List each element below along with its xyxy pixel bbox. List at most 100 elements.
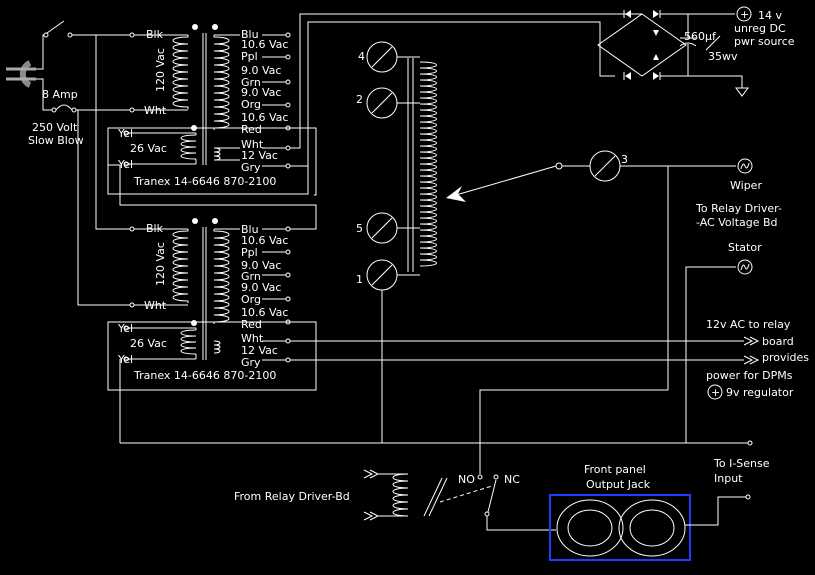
t2-sec-label-6: 9.0 Vac [241, 281, 281, 294]
isense-label-line-2: Input [714, 472, 743, 485]
t1-red-return [290, 127, 317, 196]
dc-feed-wire-1 [290, 13, 642, 149]
regulator-label: 9v regulator [726, 386, 794, 399]
fuse-amp-label: 8 Amp [42, 88, 78, 101]
jack-socket-right [618, 499, 686, 557]
t2-sec-label-9: Red [241, 318, 262, 331]
t2-part-label: Tranex 14-6646 870-2100 [133, 369, 276, 382]
jack-socket-left [556, 499, 624, 557]
t2-aux-label-3: Yel [117, 353, 133, 366]
wiper-terminal [737, 158, 753, 174]
t1-blk-label: Blk [146, 28, 164, 41]
switch-label-4: 4 [358, 50, 365, 63]
t1-primary-coil [172, 35, 189, 109]
fuse-type-label: Slow Blow [28, 134, 84, 147]
stator-terminal [737, 259, 753, 275]
relay-coil [392, 473, 409, 517]
relay-actuator-link [439, 485, 493, 503]
variac-autotransformer [407, 58, 437, 272]
t2-sec-label-10: Wht [241, 332, 264, 345]
t1-secondary-coil [213, 35, 230, 130]
dc-label-line-1: 14 v [758, 9, 782, 22]
mains-plug [6, 60, 36, 88]
t2-sec-label-4: 9.0 Vac [241, 259, 281, 272]
wiper-arrow [446, 165, 557, 202]
t2-blk-label: Blk [146, 222, 164, 235]
t1-dot-left [192, 24, 198, 30]
selector-switch-4 [366, 41, 420, 73]
cap-value-label: 560µf [684, 30, 717, 43]
mains-line-wire [95, 35, 130, 230]
t1-sec-label-1: Blu [241, 28, 259, 41]
t1-primary-label: 120 Vac [154, 48, 167, 92]
t1-wht-label: Wht [144, 104, 167, 117]
t2-primary-label: 120 Vac [154, 242, 167, 286]
t2-sec-label-8: 10.6 Vac [241, 306, 288, 319]
t1-sec-label-12: Gry [241, 161, 261, 174]
relay-core-1 [423, 477, 443, 517]
isense-label-line-1: To I-Sense [713, 457, 770, 470]
t1-aux-label-1: Yel [117, 127, 133, 140]
relay-nc-label: NC [504, 473, 520, 486]
t2-dot-left [192, 218, 198, 224]
t2-frame [107, 321, 317, 391]
regulator-plus-symbol: + [711, 386, 720, 399]
t1-sec-label-11: 12 Vac [241, 149, 278, 162]
t2-sec-label-5: Grn [241, 270, 261, 283]
mains-switch [36, 20, 130, 70]
selector-switch-3 [562, 150, 736, 182]
t1-sec-label-2: 10.6 Vac [241, 38, 288, 51]
jack-label-line-1: Front panel [584, 463, 646, 476]
t2-wht-label: Wht [144, 299, 167, 312]
wiper-label: Wiper [730, 179, 762, 192]
relay-from-label: From Relay Driver-Bd [234, 490, 350, 503]
t2-sec-label-3: Ppl [241, 246, 258, 259]
switch-label-5: 5 [356, 222, 363, 235]
t1-sec-label-3: Ppl [241, 50, 258, 63]
relay-driver-line-2: -AC Voltage Bd [696, 216, 778, 229]
regulator-plus-terminal [707, 384, 723, 400]
t1-wht-pin [129, 107, 135, 113]
transformer-2: Blk Wht 120 Vac Blu 10.6 Vac Ppl 9.0 Vac… [107, 218, 317, 391]
t1-aux-coil [180, 134, 197, 160]
t2-sec-label-12: Gry [241, 356, 261, 369]
relay-to-jack-wire [486, 516, 556, 531]
t2-aux-coil [180, 329, 197, 355]
t2-sec-label-1: Blu [241, 223, 259, 236]
t1-aux-label-2: 26 Vac [130, 142, 167, 155]
dc-plus-terminal [736, 6, 752, 22]
dc-label-line-2: unreg DC [734, 22, 786, 35]
switch-label-1: 1 [356, 273, 363, 286]
t2-sec-label-11: 12 Vac [241, 344, 278, 357]
t1-sec-label-7: Org [241, 98, 261, 111]
isense-wire [685, 496, 746, 526]
t2-secondary-coil [213, 229, 230, 324]
t1-sec-label-10: Wht [241, 138, 264, 151]
relay-board-line-3: provides [762, 351, 809, 364]
t2-primary-coil [172, 229, 189, 303]
t2-12v-coil [213, 340, 221, 354]
selector-switch-2 [366, 87, 420, 119]
dc-feed-wire-2 [290, 21, 615, 167]
front-panel-output-jack [549, 494, 691, 561]
t2-dot-right [212, 218, 218, 224]
relay-core-2 [428, 477, 448, 517]
dc-label-line-3: pwr source [734, 35, 795, 48]
relay-common-wire [479, 389, 668, 474]
t1-sec-label-4: 9.0 Vac [241, 64, 281, 77]
fuse-volt-label: 250 Volt [32, 121, 78, 134]
mains-fuse [36, 78, 130, 113]
stator-wire [685, 266, 736, 443]
dc-plus-symbol: + [740, 8, 749, 21]
filter-capacitor [679, 14, 721, 76]
relay-board-line-2: board [762, 335, 794, 348]
relay-no-label: NO [458, 473, 475, 486]
t2-wht-pin [129, 302, 135, 308]
ground-symbol [735, 87, 749, 97]
cap-rating-label: 35wv [708, 50, 738, 63]
t1-t2-interconnect [108, 164, 317, 230]
t1-blk-pin [129, 32, 135, 38]
t1-sec-label-6: 9.0 Vac [241, 86, 281, 99]
mains-neutral-wire [77, 110, 130, 306]
